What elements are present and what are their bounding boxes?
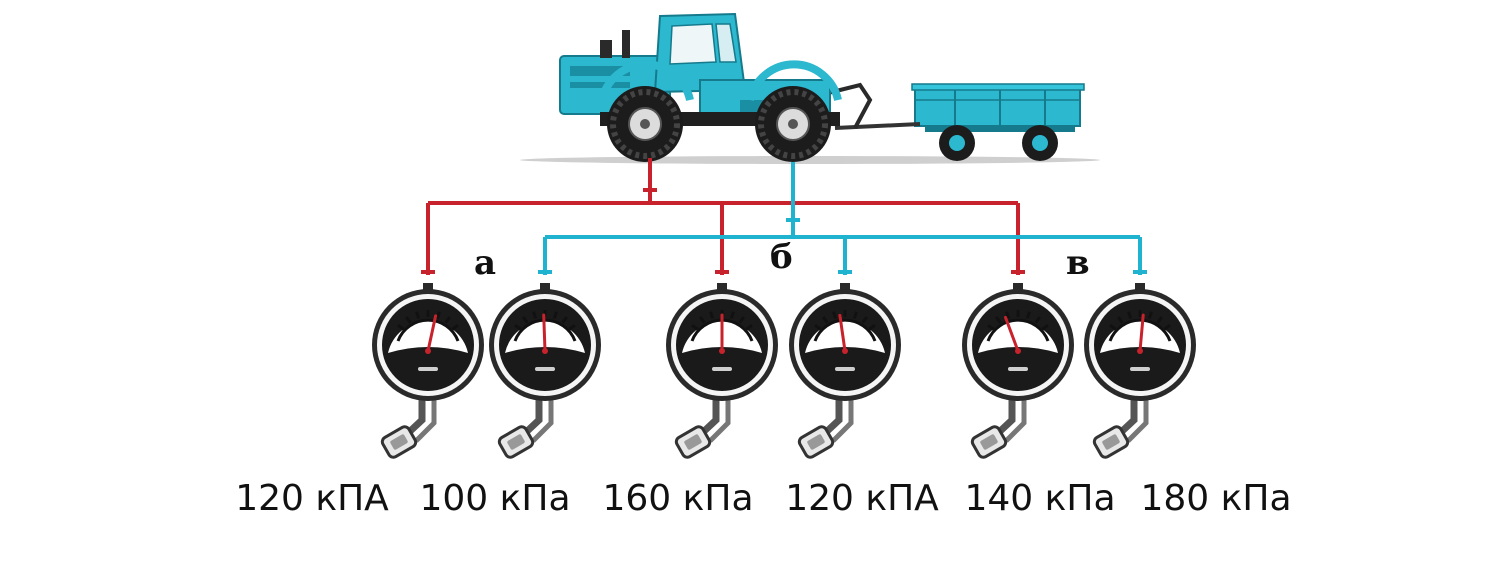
gauge-needle [1003,315,1020,353]
group-label-b: б [770,237,793,277]
reading-6: 180 кПа [1140,478,1292,519]
rear-wheel-pressure-line [426,158,1020,275]
gauge-stem [1115,397,1138,438]
gauge-needle [426,314,438,353]
gauge-stem [993,397,1016,438]
reading-5: 140 кПа [964,478,1116,519]
pressure-gauge [962,283,1074,459]
gauge-needle [838,313,847,353]
vehicle-illustration [520,12,1100,164]
tractor-wheel-front [607,86,683,162]
gauge-stem [697,397,720,438]
front-wheel-pressure-line [543,162,1142,275]
pressure-gauge [1084,283,1196,459]
trailer [911,83,1085,161]
reading-1: 120 кПА [235,478,389,519]
exhaust-stack [600,40,612,58]
pressure-gauge [789,283,901,459]
pressure-lines [421,158,1147,275]
group-label-a: а [474,243,497,283]
gauge-stem [403,397,426,438]
cab-window [669,23,717,65]
gauge-needle [542,313,547,353]
hitch [819,82,873,129]
tractor [559,12,842,162]
drawbar [834,122,921,130]
gauge-needle [1138,313,1145,353]
reading-3: 160 кПа [602,478,754,519]
gauge-row [372,283,1196,459]
reading-2: 100 кПа [419,478,571,519]
group-label-v: в [1066,243,1090,283]
gauge-stem [520,397,543,438]
reading-4: 120 кПА [785,478,939,519]
gauge-stem [820,397,843,438]
tractor-wheel-rear [755,86,831,162]
trailer-body [914,87,1081,127]
pressure-gauge [666,283,778,459]
pressure-gauge [372,283,484,459]
pressure-gauge [489,283,601,459]
